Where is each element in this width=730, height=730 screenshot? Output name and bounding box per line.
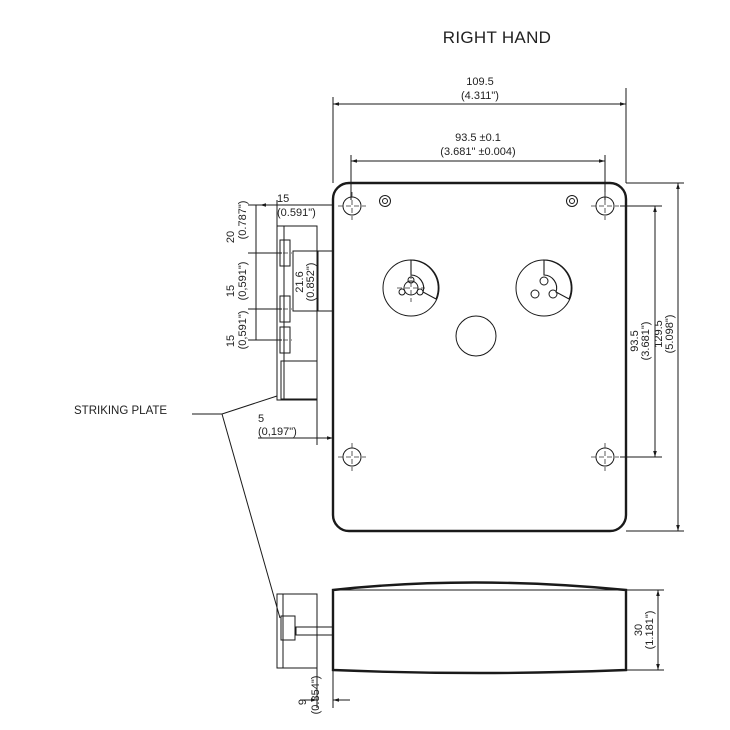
- dim-depth: 30: [633, 624, 645, 636]
- dim-gap-mid: 15: [225, 285, 237, 297]
- spindle-hub-left: [382, 259, 440, 317]
- dim-offset-top: 20: [225, 231, 237, 243]
- lock-body-outline: [331, 181, 628, 533]
- dim-plate-offset-in: (0,197"): [258, 426, 297, 438]
- striking-plate-label: STRIKING PLATE: [74, 405, 167, 417]
- dim-gap-low-in: (0,591"): [237, 311, 249, 350]
- dim-hole-spacing: 93.5 ±0.1: [455, 132, 501, 144]
- latch-bolt: [292, 250, 334, 312]
- dim-bolt-height: 21.6: [294, 271, 306, 292]
- screw-right: [566, 195, 578, 207]
- lock-body-side-view: [331, 581, 628, 675]
- screw-left: [379, 195, 391, 207]
- dim-hole-spacing-in: (3.681" ±0.004): [440, 146, 515, 158]
- mounting-hole-top-left: [338, 192, 366, 220]
- dim-hole-vertical: 93.5: [629, 330, 641, 351]
- dim-plate-width: 15: [277, 193, 289, 205]
- striking-plate-side: [276, 593, 318, 669]
- dim-width-total-in: (4.311"): [461, 90, 499, 102]
- drawing-title: RIGHT HAND: [443, 28, 551, 47]
- striking-plate-front: [276, 225, 318, 401]
- dim-bolt-height-in: (0.852"): [305, 263, 317, 302]
- cylinder-hole: [455, 315, 497, 357]
- mounting-hole-top-right: [591, 192, 619, 220]
- dim-gap-mid-in: (0,591"): [237, 262, 249, 301]
- mounting-hole-bottom-right: [591, 443, 619, 471]
- dim-plate-offset: 5: [258, 413, 264, 425]
- dim-bolt-throw-in: (0.354"): [310, 676, 322, 715]
- dim-hole-vertical-in: (3.681"): [640, 322, 652, 361]
- dim-plate-width-in: (0.591"): [277, 207, 316, 219]
- dim-bolt-throw: 9: [297, 699, 309, 705]
- dim-height-total: 129.5: [653, 320, 665, 348]
- dim-gap-low: 15: [225, 335, 237, 347]
- dim-depth-in: (1.181"): [644, 611, 656, 650]
- dim-width-total: 109.5: [466, 76, 494, 88]
- mounting-hole-bottom-left: [338, 443, 366, 471]
- dim-offset-top-in: (0.787"): [237, 201, 249, 240]
- leader-line: [221, 413, 281, 619]
- spindle-hub-right: [515, 259, 573, 317]
- latch-bolt-side: [295, 626, 334, 636]
- leader-line: [221, 395, 278, 415]
- dim-height-total-in: (5.098"): [664, 315, 676, 354]
